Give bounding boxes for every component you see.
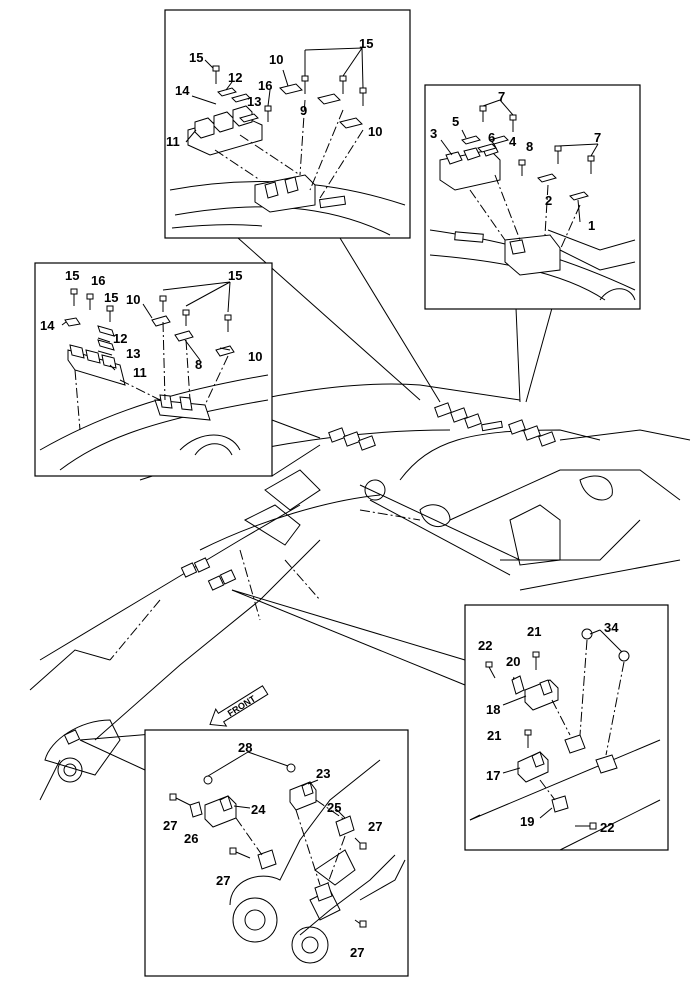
plate-5 — [461, 135, 481, 145]
label-28: 28 — [238, 740, 252, 755]
bolts-15 — [212, 65, 367, 122]
label-3: 3 — [430, 126, 437, 141]
label-11: 11 — [166, 134, 180, 149]
label-25: 25 — [327, 800, 341, 815]
clamp-lower-a — [564, 734, 586, 754]
label-16: 16 — [258, 78, 272, 93]
plate-26 — [189, 801, 203, 818]
clamp-lower-d — [314, 882, 333, 902]
bolts-15-mid — [70, 288, 232, 332]
detail-box-bottom — [144, 729, 409, 977]
plate-19 — [551, 795, 569, 813]
label-24: 24 — [251, 802, 266, 817]
front-direction-arrow: FRONT — [209, 685, 269, 727]
label-14: 14 — [175, 83, 190, 98]
detail-box-top-right — [424, 84, 641, 310]
label-12: 12 — [228, 70, 242, 85]
nut-28b — [286, 763, 296, 773]
label-23: 23 — [316, 766, 330, 781]
label-27: 27 — [163, 818, 177, 833]
nut-34a — [581, 628, 593, 640]
plate-4 — [489, 135, 509, 145]
label-20: 20 — [506, 654, 520, 669]
label-10: 10 — [269, 52, 283, 67]
plate-10d — [215, 345, 235, 357]
label-27: 27 — [350, 945, 364, 960]
plate-9 — [317, 93, 341, 105]
boom-clamp-set-front — [328, 427, 376, 451]
label-9: 9 — [300, 103, 307, 118]
label-34: 34 — [604, 620, 619, 635]
label-4: 4 — [509, 134, 517, 149]
label-15: 15 — [359, 36, 373, 51]
label-6: 6 — [488, 130, 495, 145]
label-16: 16 — [91, 273, 105, 288]
label-5: 5 — [452, 114, 459, 129]
plate-1 — [569, 191, 589, 201]
label-22: 22 — [478, 638, 492, 653]
label-27: 27 — [216, 873, 230, 888]
nut-28a — [203, 775, 213, 785]
label-21: 21 — [487, 728, 501, 743]
label-15: 15 — [104, 290, 118, 305]
clamp-lower-b — [595, 754, 618, 774]
label-14: 14 — [40, 318, 55, 333]
plate-20 — [511, 675, 525, 695]
label-18: 18 — [486, 702, 500, 717]
label-15: 15 — [228, 268, 242, 283]
label-17: 17 — [486, 768, 500, 783]
bolts-27 — [169, 793, 367, 928]
nut-34b — [618, 650, 630, 662]
label-15: 15 — [189, 50, 203, 65]
label-21: 21 — [527, 624, 541, 639]
plate-10c — [151, 315, 171, 327]
label-22: 22 — [600, 820, 614, 835]
boom-clamp-set-rear — [434, 402, 556, 447]
plate-10a — [279, 83, 303, 95]
label-13: 13 — [126, 346, 140, 361]
label-8: 8 — [195, 357, 202, 372]
detail-box-mid-left — [34, 262, 273, 477]
clamp-25 — [335, 815, 355, 837]
label-1: 1 — [588, 218, 595, 233]
label-8: 8 — [526, 139, 533, 154]
clamp-18 — [524, 679, 559, 711]
bolts-7 — [479, 105, 595, 176]
label-10: 10 — [126, 292, 140, 307]
front-label: FRONT — [226, 693, 258, 718]
arm-clamp-set — [63, 557, 237, 745]
clamp-base-lower — [254, 174, 346, 213]
label-11: 11 — [133, 365, 147, 380]
clamp-base-11 — [187, 87, 263, 156]
clamp-lower-c — [257, 849, 277, 870]
label-12: 12 — [113, 331, 127, 346]
label-19: 19 — [520, 814, 534, 829]
label-10: 10 — [248, 349, 262, 364]
detail-box-top-center — [164, 9, 411, 239]
label-10: 10 — [368, 124, 382, 139]
detail-box-right — [464, 604, 669, 851]
label-27: 27 — [368, 819, 382, 834]
plate-2 — [537, 173, 557, 183]
clamp-24 — [204, 795, 237, 828]
label-13: 13 — [247, 94, 261, 109]
clamp-base-lower-mid — [154, 394, 211, 421]
plate-6 — [477, 143, 497, 153]
clamp-23 — [289, 781, 317, 811]
plate-14 — [64, 317, 81, 327]
clamp-17 — [517, 751, 549, 783]
label-26: 26 — [184, 831, 198, 846]
plate-8 — [174, 330, 194, 342]
label-7: 7 — [498, 89, 505, 104]
label-7: 7 — [594, 130, 601, 145]
bolts-21-22 — [485, 651, 597, 830]
label-2: 2 — [545, 193, 552, 208]
clamp-base-11-mid — [67, 325, 126, 386]
plate-10b — [339, 117, 363, 129]
clamp-base-lower-right — [454, 231, 561, 276]
label-15: 15 — [65, 268, 79, 283]
